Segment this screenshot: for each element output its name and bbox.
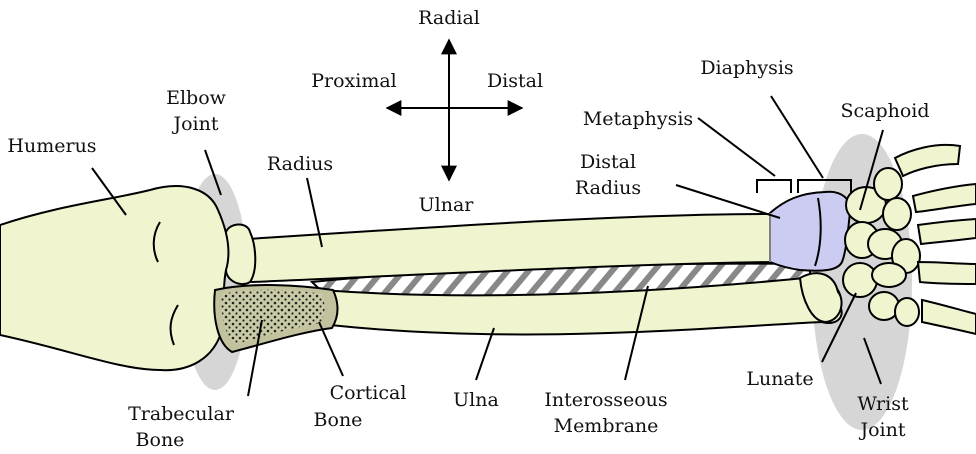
humerus-label: Humerus	[7, 135, 96, 157]
elbow-joint-label-line2: Joint	[171, 113, 218, 135]
carpal-bone	[874, 168, 902, 200]
distal-radius-label-line2: Radius	[575, 177, 641, 199]
humerus-bone	[0, 186, 228, 370]
carpal-bone	[883, 198, 911, 230]
ulna-label: Ulna	[453, 389, 499, 411]
ulna-leader	[476, 328, 494, 380]
interosseous-membrane-label-line1: Interosseous	[544, 389, 667, 411]
distal-radius-leader	[676, 185, 780, 218]
metaphysis-label: Metaphysis	[583, 108, 693, 130]
direction-ulnar-label: Ulnar	[419, 194, 475, 216]
diaphysis-label: Diaphysis	[700, 57, 793, 79]
carpal-bone	[895, 298, 919, 326]
metaphysis-leader	[698, 118, 775, 176]
lunate-label: Lunate	[746, 368, 813, 390]
distal-radius-label-line1: Distal	[580, 151, 636, 173]
cortical-bone-label-line1: Cortical	[330, 382, 407, 404]
cortical-bone-label-line2: Bone	[314, 409, 363, 431]
cortical-bone-leader	[319, 322, 343, 376]
interosseous-membrane-label-line2: Membrane	[554, 415, 659, 437]
direction-distal-label: Distal	[487, 70, 543, 92]
wrist-joint-label-line2: Joint	[858, 419, 905, 441]
lunate-bone	[843, 263, 877, 297]
trabecular-bone-label-line2: Bone	[136, 429, 185, 451]
direction-compass: Radial Ulnar Proximal Distal	[311, 7, 543, 216]
elbow-joint-label-line1: Elbow	[166, 87, 227, 109]
direction-radial-label: Radial	[418, 7, 480, 29]
direction-proximal-label: Proximal	[311, 70, 397, 92]
radius-label: Radius	[267, 153, 333, 175]
metaphysis-bracket	[757, 180, 791, 193]
wrist-joint-label-line1: Wrist	[857, 393, 909, 415]
carpal-bone	[872, 263, 906, 287]
distal-radius	[770, 192, 850, 271]
metacarpal-bone	[918, 262, 976, 284]
trabecular-bone-label-line1: Trabecular	[128, 403, 235, 425]
metacarpal-bone	[922, 300, 976, 334]
metacarpal-bone	[918, 219, 976, 244]
metacarpal-bone	[895, 145, 960, 176]
metacarpal-bone	[913, 184, 976, 212]
scaphoid-label: Scaphoid	[840, 100, 929, 122]
diaphysis-leader	[771, 96, 823, 178]
